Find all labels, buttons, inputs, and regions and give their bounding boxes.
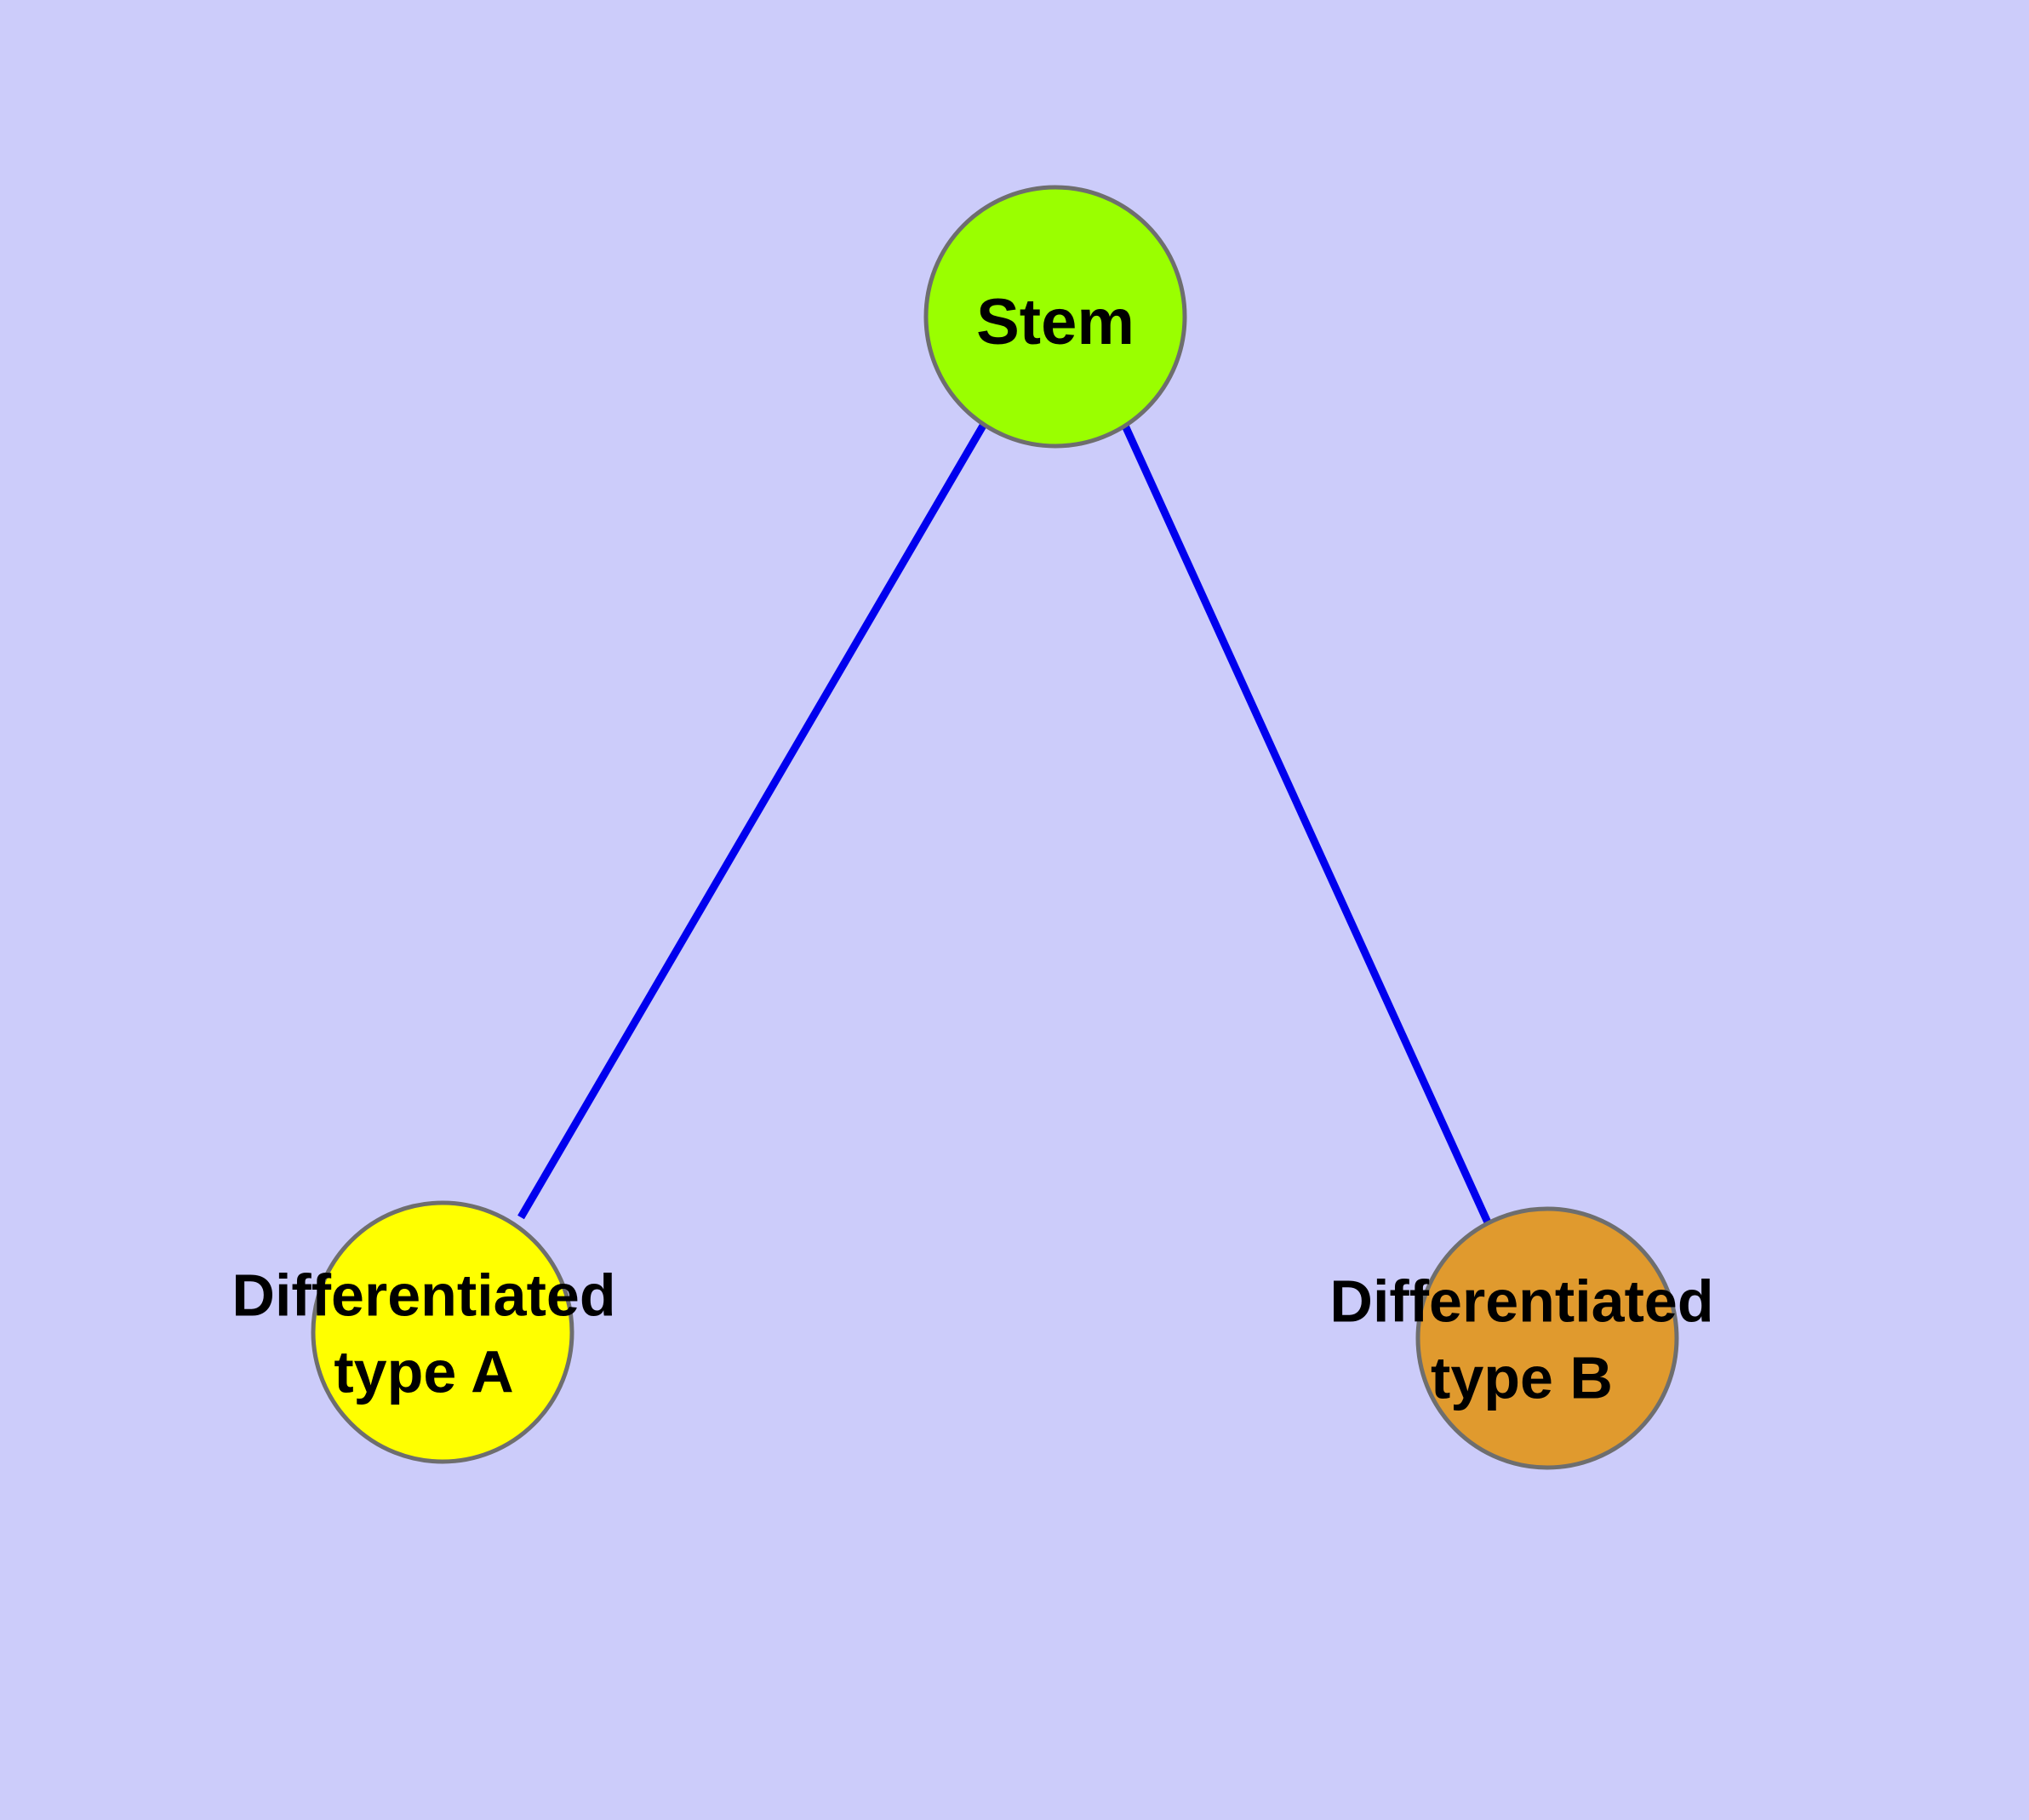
edge-stem-to-diff-a[interactable] (517, 423, 986, 1220)
node-stem-circle[interactable] (923, 185, 1187, 449)
node-stem-label: Stem (976, 286, 1135, 358)
node-diff-a-label-line2: type A (334, 1338, 513, 1405)
node-diff-a[interactable] (311, 1200, 574, 1464)
node-stem[interactable] (923, 185, 1187, 449)
node-diff-a-circle[interactable] (311, 1200, 574, 1464)
node-diff-b-label-line1: Differentiated (1329, 1268, 1713, 1334)
node-diff-a-label-line1: Differentiated (231, 1262, 615, 1328)
edges-layer (517, 423, 1492, 1224)
nodes-layer (311, 185, 1679, 1470)
node-diff-b-label-line2: type B (1431, 1344, 1613, 1411)
node-diff-b-circle[interactable] (1415, 1206, 1679, 1470)
labels-layer: Stem Differentiated type A Differentiate… (231, 286, 1713, 1411)
node-diff-b[interactable] (1415, 1206, 1679, 1470)
edge-stem-to-diff-b[interactable] (1121, 424, 1492, 1224)
